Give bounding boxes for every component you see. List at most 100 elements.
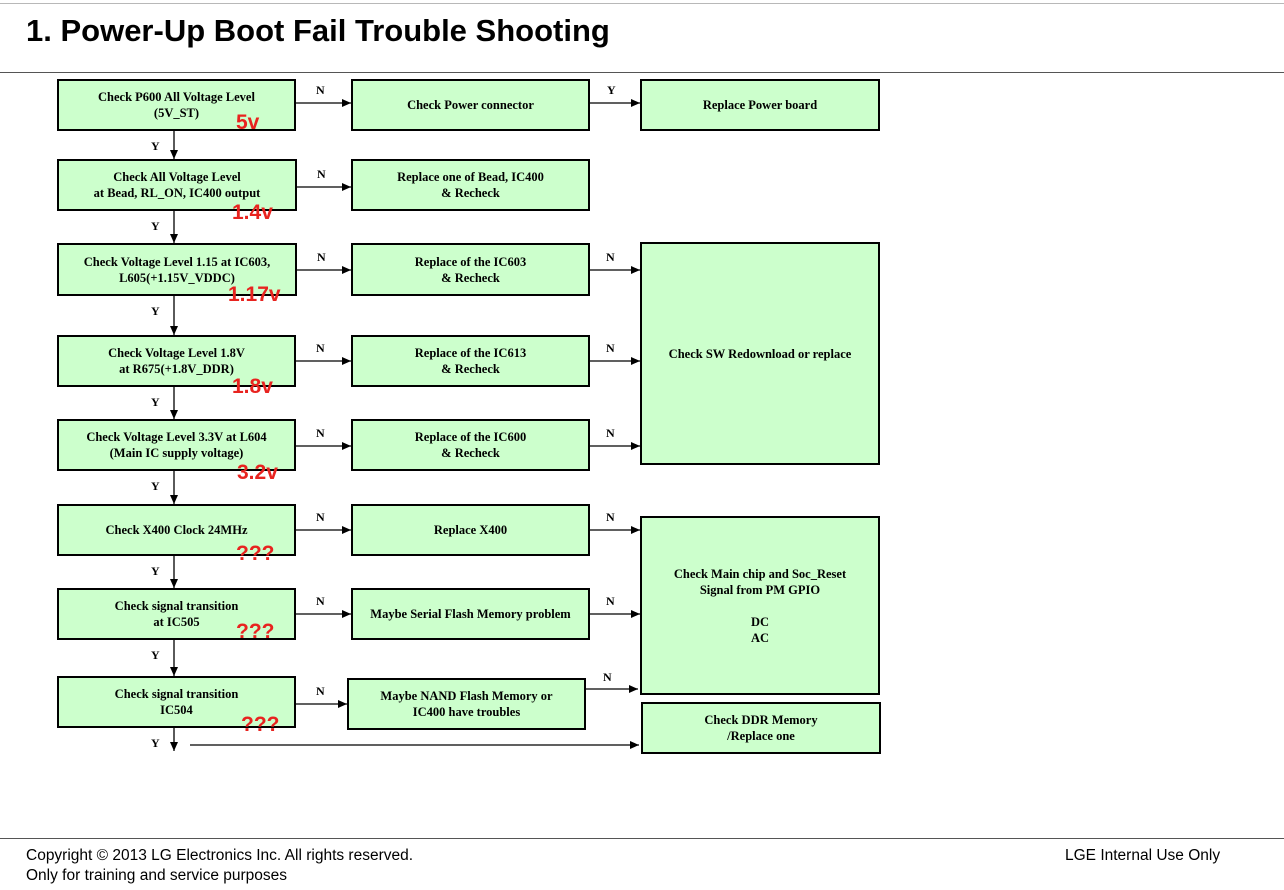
- check-step-box-label: Check X400 Clock 24MHz: [105, 523, 248, 537]
- action-box: Replace of the IC613 & Recheck: [351, 335, 590, 387]
- no-label: N: [606, 594, 615, 608]
- yes-label: Y: [151, 736, 160, 750]
- top-border: [0, 3, 1284, 4]
- no-label: N: [316, 426, 325, 440]
- footer-training-note: Only for training and service purposes: [26, 867, 288, 884]
- no-label: N: [316, 83, 325, 97]
- yes-arrow: [190, 741, 639, 749]
- action-box-label: Replace one of Bead, IC400 & Recheck: [397, 170, 544, 200]
- action-box-label: Replace of the IC600 & Recheck: [414, 430, 527, 460]
- action-box: Maybe NAND Flash Memory or IC400 have tr…: [347, 678, 586, 730]
- no-arrow: [296, 357, 351, 365]
- yes-label: Y: [151, 564, 160, 578]
- yes-arrow: [170, 387, 178, 419]
- footer-divider: [0, 838, 1284, 839]
- check-step-box-label: Check All Voltage Level at Bead, RL_ON, …: [93, 170, 261, 200]
- yes-arrow: [170, 556, 178, 588]
- measured-value: ???: [241, 713, 280, 736]
- action-box-label: Maybe NAND Flash Memory or IC400 have tr…: [380, 689, 553, 719]
- measured-value: 1.4v: [232, 201, 273, 224]
- no-label: N: [317, 250, 326, 264]
- footer-copyright: Copyright © 2013 LG Electronics Inc. All…: [26, 847, 414, 864]
- yes-label: Y: [151, 395, 160, 409]
- check-step-box: Check X400 Clock 24MHz: [57, 504, 296, 556]
- no-arrow: [590, 266, 640, 274]
- no-arrow: [296, 526, 351, 534]
- yes-arrow: [170, 471, 178, 504]
- outcome-box-replace-power-board-label: Replace Power board: [702, 98, 818, 112]
- check-step-box-label: Check Voltage Level 3.3V at L604 (Main I…: [86, 430, 267, 460]
- no-arrow: [590, 442, 640, 450]
- yes-arrow: [170, 296, 178, 335]
- outcome-box-sw-redownload-label: Check SW Redownload or replace: [668, 346, 852, 361]
- measured-value: 3.2v: [237, 461, 278, 484]
- no-arrow: [296, 442, 351, 450]
- yes-label: Y: [151, 139, 160, 153]
- no-label: N: [603, 670, 612, 684]
- outcome-box-main-chip-reset: Check Main chip and Soc_Reset Signal fro…: [640, 516, 880, 695]
- yes-label: Y: [607, 83, 616, 97]
- no-arrow: [297, 266, 351, 274]
- no-arrow: [296, 700, 347, 708]
- action-box-label: Replace of the IC603 & Recheck: [414, 254, 527, 285]
- no-arrow: [590, 610, 640, 618]
- outcome-box-ddr-memory: Check DDR Memory /Replace one: [641, 702, 881, 754]
- measured-value: 1.17v: [228, 283, 281, 306]
- measured-value: 5v: [236, 111, 260, 134]
- check-step-box: Check signal transition IC504: [57, 676, 296, 728]
- check-step-box-label: Check signal transition at IC505: [114, 599, 239, 629]
- yes-arrow: [170, 211, 178, 243]
- action-box: Replace of the IC600 & Recheck: [351, 419, 590, 471]
- measured-value: ???: [236, 542, 275, 565]
- yes-arrow: [170, 728, 178, 751]
- check-step-box-label: Check signal transition IC504: [114, 687, 239, 717]
- no-arrow: [590, 526, 640, 534]
- no-label: N: [606, 510, 615, 524]
- page-title: 1. Power-Up Boot Fail Trouble Shooting: [26, 13, 610, 48]
- no-label: N: [316, 510, 325, 524]
- check-step-box: Check All Voltage Level at Bead, RL_ON, …: [57, 159, 297, 211]
- action-box-label: Check Power connector: [407, 98, 534, 112]
- yes-label: Y: [151, 479, 160, 493]
- yes-label: Y: [151, 648, 160, 662]
- outcome-box-sw-redownload: Check SW Redownload or replace: [640, 242, 880, 465]
- check-step-box-label: Check Voltage Level 1.8V at R675(+1.8V_D…: [108, 346, 245, 376]
- no-label: N: [317, 167, 326, 181]
- check-step-box-label: Check Voltage Level 1.15 at IC603, L605(…: [83, 254, 271, 285]
- check-step-box: Check Voltage Level 1.15 at IC603, L605(…: [57, 243, 297, 296]
- outcome-box-replace-power-board: Replace Power board: [640, 79, 880, 131]
- yes-arrow: [170, 131, 178, 159]
- measured-value: 1.8v: [232, 375, 273, 398]
- outcome-box-ddr-memory-label: Check DDR Memory /Replace one: [704, 713, 818, 743]
- footer-internal-use: LGE Internal Use Only: [1065, 847, 1221, 864]
- yes-label: Y: [151, 304, 160, 318]
- action-box: Check Power connector: [351, 79, 590, 131]
- no-arrow: [297, 183, 351, 191]
- no-label: N: [316, 341, 325, 355]
- yes-arrow: [590, 99, 640, 107]
- no-arrow: [586, 685, 638, 693]
- action-box: Replace one of Bead, IC400 & Recheck: [351, 159, 590, 211]
- action-box-label: Maybe Serial Flash Memory problem: [370, 607, 571, 621]
- check-step-box-label: Check P600 All Voltage Level (5V_ST): [98, 90, 255, 120]
- action-box-label: Replace of the IC613 & Recheck: [414, 346, 527, 376]
- no-label: N: [606, 426, 615, 440]
- action-box: Replace X400: [351, 504, 590, 556]
- title-divider: [0, 72, 1284, 73]
- no-arrow: [590, 357, 640, 365]
- no-label: N: [606, 250, 615, 264]
- action-box: Replace of the IC603 & Recheck: [351, 243, 590, 296]
- no-arrow: [296, 99, 351, 107]
- outcome-box-main-chip-reset-label: Check Main chip and Soc_Reset Signal fro…: [673, 566, 847, 645]
- check-step-box: Check signal transition at IC505: [57, 588, 296, 640]
- check-step-box: Check Voltage Level 1.8V at R675(+1.8V_D…: [57, 335, 296, 387]
- no-label: N: [316, 594, 325, 608]
- yes-label: Y: [151, 219, 160, 233]
- yes-arrow: [170, 640, 178, 676]
- measured-value: ???: [236, 620, 275, 643]
- no-arrow: [296, 610, 351, 618]
- check-step-box: Check P600 All Voltage Level (5V_ST): [57, 79, 296, 131]
- check-step-box: Check Voltage Level 3.3V at L604 (Main I…: [57, 419, 296, 471]
- action-box: Maybe Serial Flash Memory problem: [351, 588, 590, 640]
